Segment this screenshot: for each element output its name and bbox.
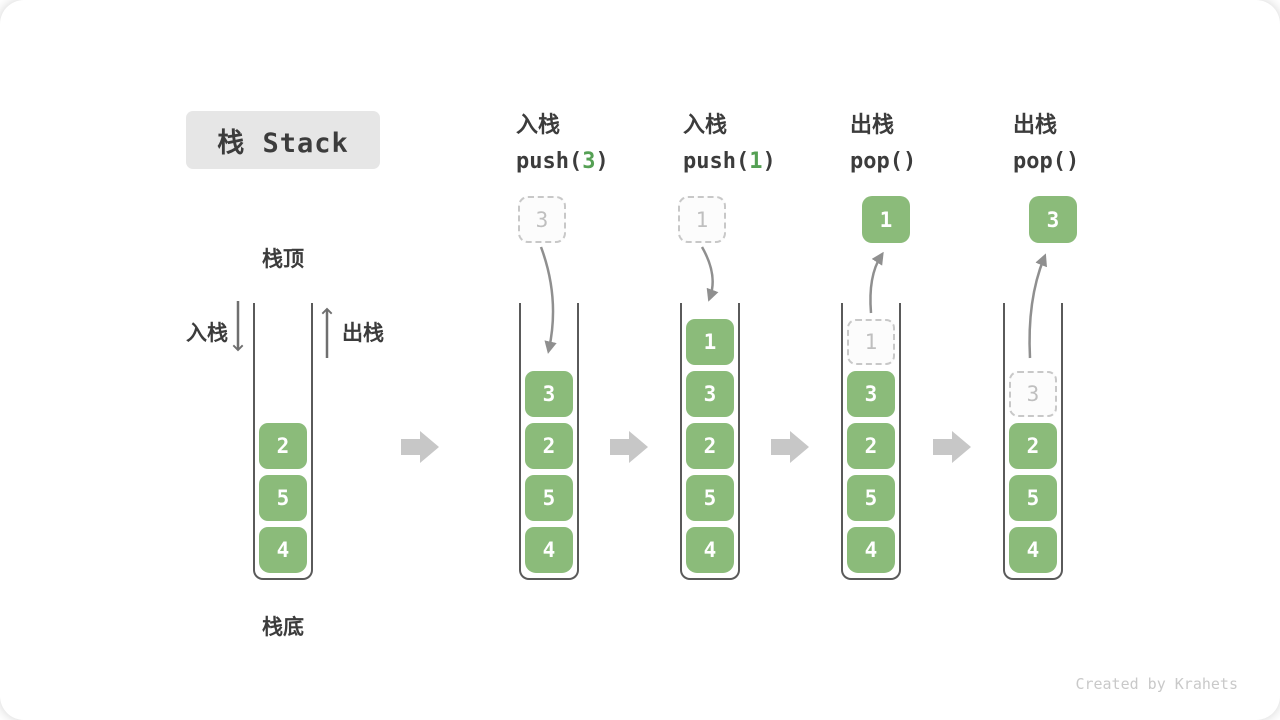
op-label-push-1: 入栈 push(1) bbox=[683, 106, 776, 180]
stack-bottom-label: 栈底 bbox=[262, 616, 304, 639]
op-code: push(1) bbox=[683, 143, 776, 180]
op-label-pop-1: 出栈 pop() bbox=[850, 106, 916, 180]
op-name: 出栈 bbox=[850, 112, 895, 137]
stack-cell: 3 bbox=[686, 371, 734, 417]
stack-container-1: 2 5 4 bbox=[253, 303, 313, 580]
op-code-arg: 1 bbox=[749, 149, 763, 174]
stack-cell: 2 bbox=[525, 423, 573, 469]
stack-cell: 2 bbox=[259, 423, 307, 469]
stack-cell: 5 bbox=[525, 475, 573, 521]
incoming-value-box: 3 bbox=[518, 196, 566, 243]
stack-cell: 3 bbox=[847, 371, 895, 417]
popped-value-box: 1 bbox=[862, 196, 910, 243]
op-label-pop-3: 出栈 pop() bbox=[1013, 106, 1079, 180]
op-code-open: pop( bbox=[850, 149, 903, 174]
push-side-label: 入栈 bbox=[186, 322, 228, 345]
op-code-close: ) bbox=[902, 149, 917, 174]
stack-cell: 5 bbox=[1009, 475, 1057, 521]
op-code-open: push( bbox=[683, 149, 750, 174]
push-motion-arrow-icon bbox=[700, 246, 719, 302]
op-code-close: ) bbox=[595, 149, 609, 174]
op-label-push-3: 入栈 push(3) bbox=[516, 106, 609, 180]
stack-container-5: 3 2 5 4 bbox=[1003, 303, 1063, 580]
stack-cell: 5 bbox=[847, 475, 895, 521]
op-code-close: ) bbox=[1065, 149, 1080, 174]
popped-value-box: 3 bbox=[1029, 196, 1077, 243]
title-badge: 栈 Stack bbox=[186, 111, 380, 169]
op-name: 出栈 bbox=[1013, 112, 1058, 137]
op-code-close: ) bbox=[762, 149, 776, 174]
stack-cell: 2 bbox=[686, 423, 734, 469]
stack-container-2: 3 2 5 4 bbox=[519, 303, 579, 580]
step-arrow-icon bbox=[401, 431, 439, 463]
op-name: 入栈 bbox=[683, 112, 728, 137]
op-code: push(3) bbox=[516, 143, 609, 180]
op-name: 入栈 bbox=[516, 112, 561, 137]
stack-cell: 2 bbox=[1009, 423, 1057, 469]
op-code-arg: 3 bbox=[582, 149, 596, 174]
ghost-cell: 3 bbox=[1009, 371, 1057, 417]
stack-container-4: 1 3 2 5 4 bbox=[841, 303, 901, 580]
op-code-open: pop( bbox=[1013, 149, 1066, 174]
op-code: pop() bbox=[1013, 143, 1079, 180]
step-arrow-icon bbox=[771, 431, 809, 463]
stack-cell: 4 bbox=[847, 527, 895, 573]
stack-container-3: 1 3 2 5 4 bbox=[680, 303, 740, 580]
stack-cell: 5 bbox=[686, 475, 734, 521]
stack-cell: 1 bbox=[686, 319, 734, 365]
op-code-open: push( bbox=[516, 149, 583, 174]
step-arrow-icon bbox=[933, 431, 971, 463]
stack-top-label: 栈顶 bbox=[262, 248, 304, 271]
stack-cell: 3 bbox=[525, 371, 573, 417]
stack-cell: 4 bbox=[686, 527, 734, 573]
incoming-value-box: 1 bbox=[678, 196, 726, 243]
stack-cell: 2 bbox=[847, 423, 895, 469]
stack-cell: 4 bbox=[1009, 527, 1057, 573]
ghost-cell: 1 bbox=[847, 319, 895, 365]
watermark: Created by Krahets bbox=[1075, 675, 1238, 693]
stack-cell: 4 bbox=[259, 527, 307, 573]
stack-cell: 4 bbox=[525, 527, 573, 573]
step-arrow-icon bbox=[610, 431, 648, 463]
op-code: pop() bbox=[850, 143, 916, 180]
pop-side-label: 出栈 bbox=[342, 322, 384, 345]
stack-cell: 5 bbox=[259, 475, 307, 521]
